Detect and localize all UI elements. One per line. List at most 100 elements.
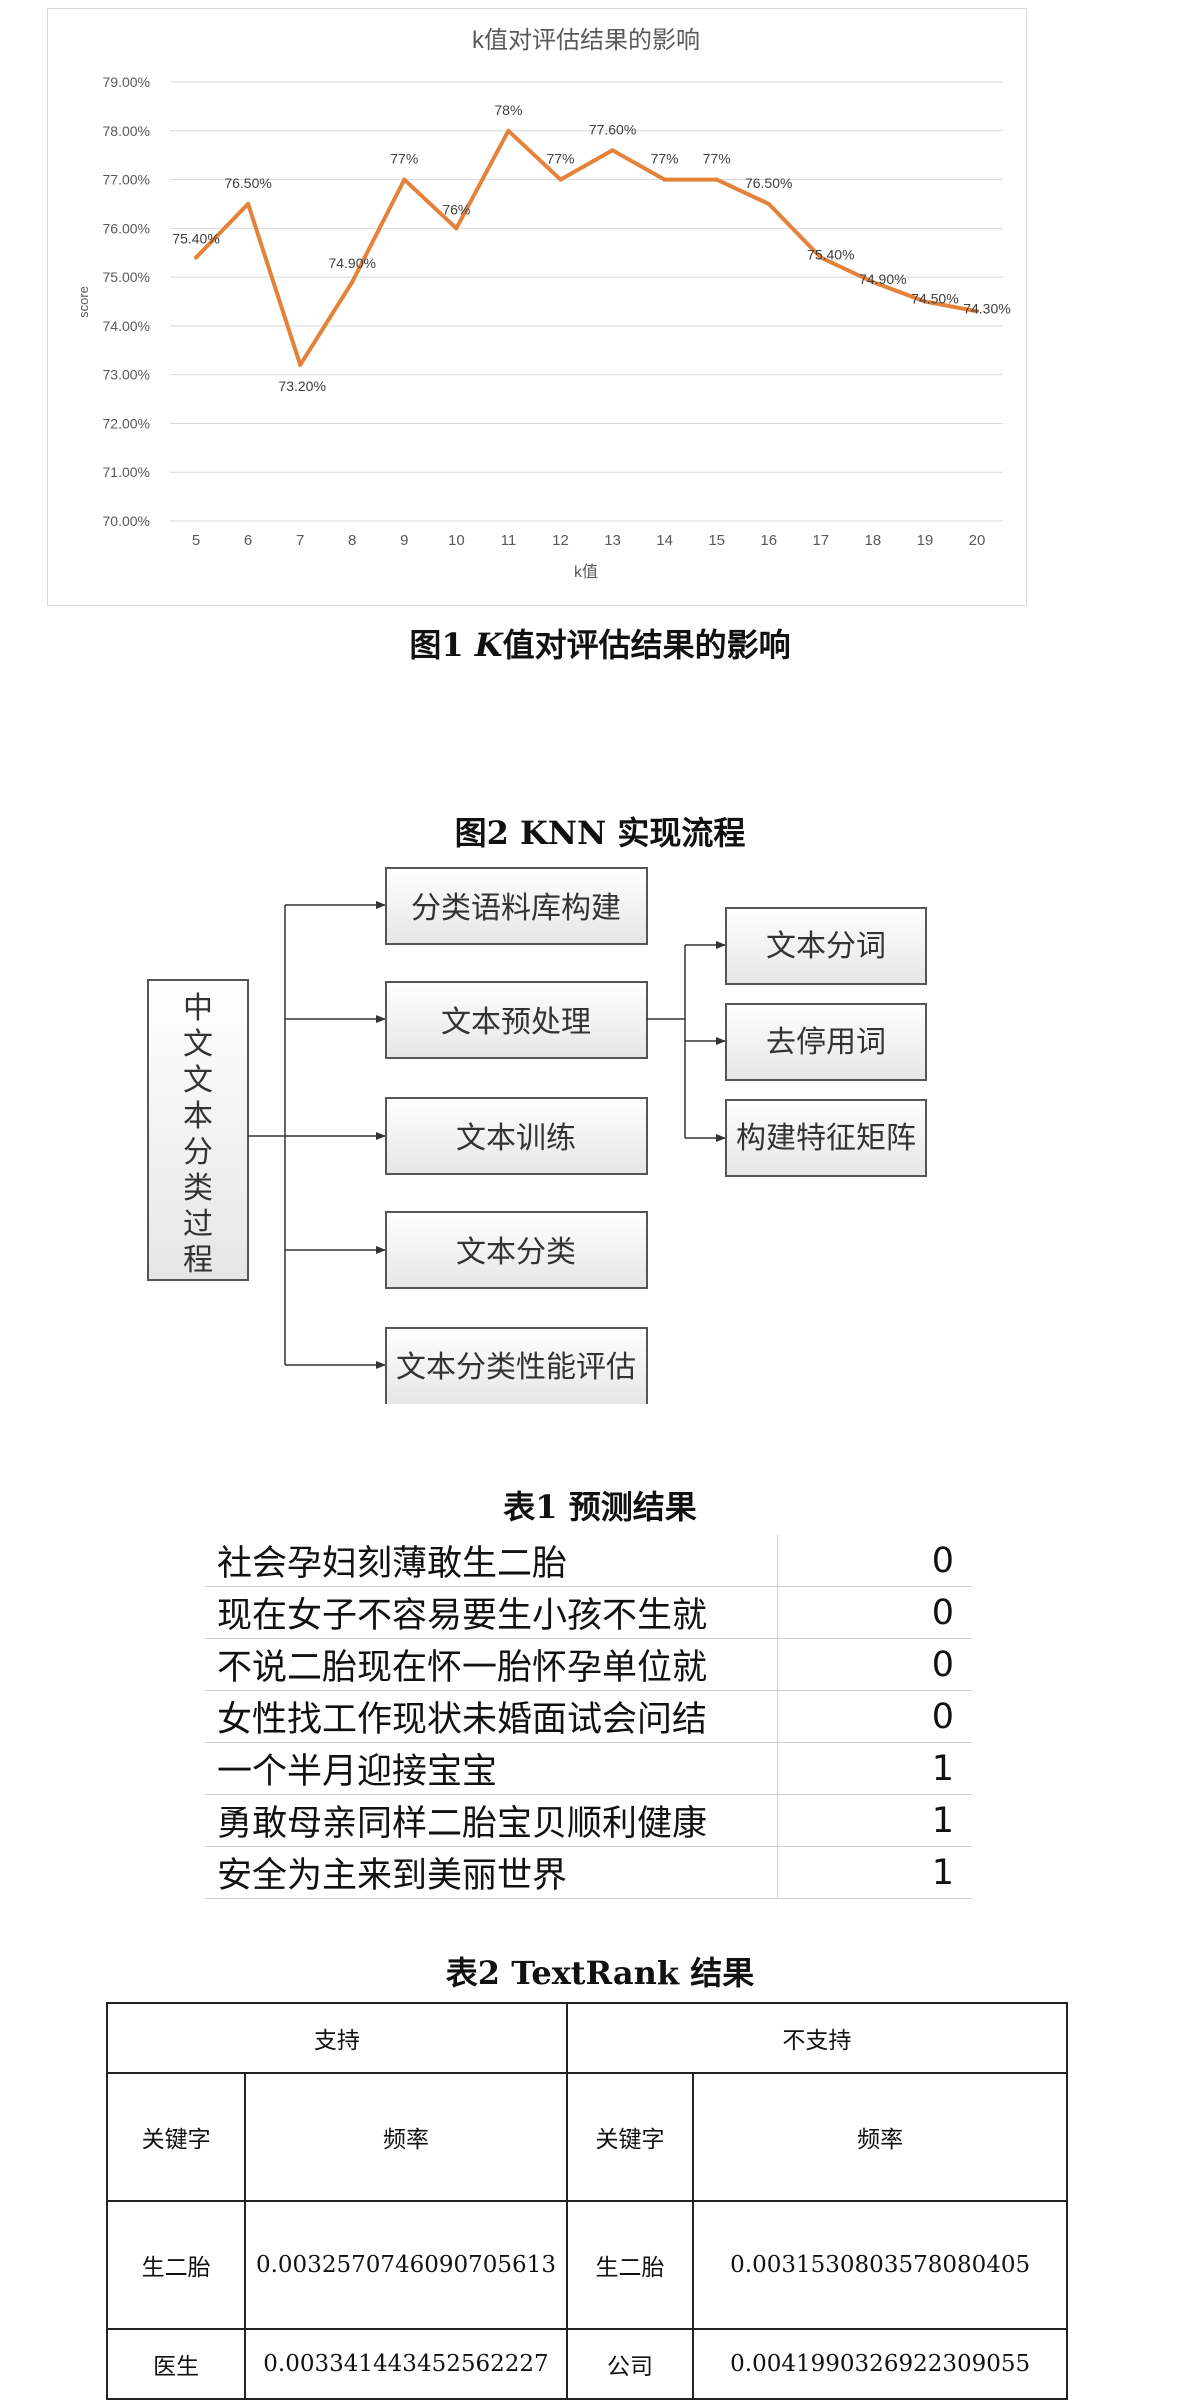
data-point (194, 255, 199, 260)
data-label: 76.50% (745, 175, 792, 191)
flow-step-5: 文本分类性能评估 (396, 1350, 636, 1385)
data-point (558, 177, 563, 182)
prediction-text-cell: 不说二胎现在怀一胎怀孕单位就 (205, 1638, 778, 1691)
flow-substep-box-2 (725, 1003, 927, 1081)
col-freq-support: 频率 (244, 2072, 568, 2202)
data-label: 74.30% (963, 300, 1010, 316)
prediction-value-cell: 0 (777, 1638, 972, 1691)
flow-step-1: 分类语料库构建 (411, 891, 621, 926)
x-tick-label: 18 (865, 532, 882, 549)
chart-title: k值对评估结果的影响 (472, 27, 700, 54)
data-point (766, 201, 771, 206)
prediction-text-cell: 安全为主来到美丽世界 (205, 1846, 778, 1899)
y-tick-label: 70.00% (103, 513, 150, 529)
data-point (818, 255, 823, 260)
flow-step-box-5 (385, 1327, 648, 1404)
prediction-value-cell: 1 (777, 1742, 972, 1795)
x-tick-label: 20 (969, 532, 986, 549)
prediction-value-cell: 0 (777, 1586, 972, 1639)
y-tick-label: 78.00% (103, 123, 150, 139)
prediction-text-cell: 女性找工作现状未婚面试会问结 (205, 1690, 778, 1743)
keyword-cell: 公司 (565, 2328, 695, 2400)
data-point (870, 279, 875, 284)
x-tick-label: 13 (604, 532, 621, 549)
col-keyword-support: 关键字 (105, 2072, 247, 2202)
x-tick-label: 7 (296, 532, 304, 549)
group-oppose-header: 不支持 (565, 2002, 1069, 2074)
prediction-text-cell: 现在女子不容易要生小孩不生就 (205, 1586, 778, 1639)
keyword-cell: 生二胎 (565, 2200, 695, 2330)
y-tick-label: 75.00% (103, 269, 150, 285)
data-label: 77.60% (589, 121, 636, 137)
col-freq-oppose: 频率 (692, 2072, 1068, 2202)
figure-1-caption-italic: K (474, 626, 503, 664)
data-label: 74.50% (911, 291, 958, 307)
prediction-text-cell: 一个半月迎接宝宝 (205, 1742, 778, 1795)
flow-root-char: 本 (183, 1099, 213, 1134)
data-point (350, 279, 355, 284)
flow-substep-2: 去停用词 (766, 1025, 886, 1060)
x-tick-label: 12 (552, 532, 569, 549)
col-keyword-oppose: 关键字 (565, 2072, 695, 2202)
data-point (454, 226, 459, 231)
flow-root-char: 中 (183, 991, 213, 1026)
data-point (402, 177, 407, 182)
data-point (298, 362, 303, 367)
x-axis-label: k值 (574, 563, 598, 581)
data-label: 74.90% (328, 255, 375, 271)
flow-substep-3: 构建特征矩阵 (736, 1121, 916, 1156)
flow-step-box-2 (385, 981, 648, 1059)
figure-1-caption-prefix: 图1 (409, 626, 464, 664)
y-tick-label: 79.00% (103, 74, 150, 90)
data-label: 76% (442, 201, 470, 217)
prediction-value-cell: 0 (777, 1690, 972, 1743)
data-label: 73.20% (278, 378, 325, 394)
data-label: 77% (703, 151, 731, 167)
x-tick-label: 19 (917, 532, 934, 549)
x-tick-label: 6 (244, 532, 252, 549)
prediction-text-cell: 社会孕妇刻薄敢生二胎 (205, 1535, 778, 1587)
x-tick-label: 16 (760, 532, 777, 549)
series-line (194, 128, 978, 367)
keyword-cell: 医生 (105, 2328, 247, 2400)
y-tick-label: 77.00% (103, 172, 150, 188)
data-label: 75.40% (807, 247, 854, 263)
data-point (974, 309, 979, 314)
data-point (246, 201, 251, 206)
chart-frame (47, 8, 1027, 606)
data-label: 78% (494, 102, 522, 118)
data-point (506, 128, 511, 133)
flow-root-char: 文 (183, 1063, 213, 1098)
flow-substep-box-3 (725, 1099, 927, 1177)
flow-root-char: 文 (183, 1027, 213, 1062)
x-tick-label: 11 (501, 532, 517, 549)
flow-step-3: 文本训练 (456, 1121, 576, 1156)
x-tick-label: 5 (192, 532, 200, 549)
textrank-table: 支持 不支持 关键字 频率 关键字 频率 生二胎 0.0032570746090… (105, 2002, 1069, 2400)
x-tick-label: 9 (400, 532, 408, 549)
group-support-header: 支持 (106, 2002, 568, 2074)
freq-cell: 0.0031530803578080405 (692, 2200, 1068, 2330)
data-label: 75.40% (172, 231, 219, 247)
y-tick-label: 73.00% (103, 367, 150, 383)
flow-step-4: 文本分类 (456, 1235, 576, 1270)
y-axis-label: score (76, 286, 91, 318)
data-label: 77% (651, 151, 679, 167)
flow-step-2: 文本预处理 (441, 1005, 591, 1040)
flow-step-box-1 (385, 867, 648, 945)
data-point (662, 177, 667, 182)
data-point (714, 177, 719, 182)
line-chart: k值对评估结果的影响70.00%71.00%72.00%73.00%74.00%… (76, 27, 1011, 581)
table-row: 医生 0.003341443452562227 公司 0.00419903269… (105, 2328, 1068, 2400)
flow-substep-1: 文本分词 (766, 929, 886, 964)
flow-root-char: 过 (183, 1207, 213, 1242)
